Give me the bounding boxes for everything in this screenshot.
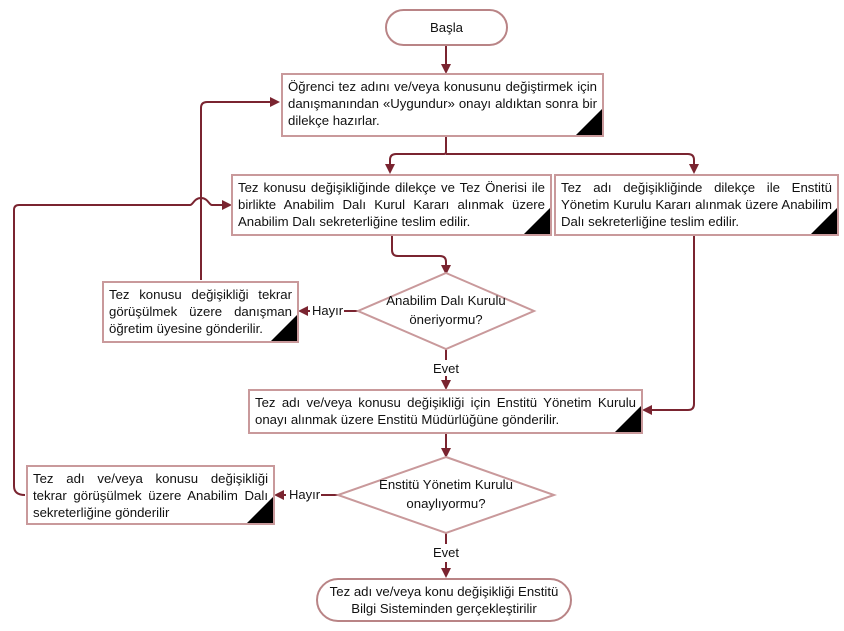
document-corner-icon	[615, 406, 641, 432]
arrow-topic-to-decision	[391, 235, 451, 275]
step-board-return-text: Tez adı ve/veya konusu değişikliği tekra…	[33, 471, 268, 520]
document-corner-icon	[576, 109, 602, 135]
decision-board-no-label: Hayır	[288, 487, 322, 502]
step-title-submit-text: Tez adı değişikliğinde dilekçe ile Ensti…	[561, 180, 832, 229]
step-institute: Tez adı ve/veya konusu değişikliği için …	[248, 389, 643, 434]
arrow-topic-return-loop	[200, 97, 280, 280]
arrow-prepare-to-title	[446, 153, 699, 174]
start-terminal: Başla	[385, 9, 508, 46]
step-institute-text: Tez adı ve/veya konusu değişikliği için …	[255, 395, 636, 427]
step-title-submit: Tez adı değişikliğinde dilekçe ile Ensti…	[554, 174, 839, 236]
step-prepare-petition: Öğrenci tez adını ve/veya konusunu değiş…	[281, 73, 604, 137]
step-board-return: Tez adı ve/veya konusu değişikliği tekra…	[26, 465, 275, 525]
step-topic-return-text: Tez konusu değişikliği tekrar görüşülmek…	[109, 287, 292, 336]
arrow-title-to-institute	[642, 235, 695, 415]
decision-board-text: Enstitü Yönetim Kurulu onaylıyormu?	[379, 477, 513, 511]
step-topic-submit: Tez konusu değişikliğinde dilekçe ve Tez…	[231, 174, 552, 236]
decision-department-text: Anabilim Dalı Kurulu öneriyormu?	[386, 293, 506, 327]
decision-board-yes-label: Evet	[432, 545, 461, 560]
document-corner-icon	[271, 315, 297, 341]
arrow-board-return-loop	[13, 196, 232, 496]
end-label: Tez adı ve/veya konu değişikliği Enstitü…	[329, 584, 559, 616]
document-corner-icon	[247, 497, 273, 523]
step-topic-return: Tez konusu değişikliği tekrar görüşülmek…	[102, 281, 299, 343]
start-label: Başla	[430, 20, 463, 35]
arrow-prepare-to-topic	[385, 137, 447, 174]
document-corner-icon	[811, 208, 837, 234]
document-corner-icon	[524, 208, 550, 234]
step-topic-submit-text: Tez konusu değişikliğinde dilekçe ve Tez…	[238, 180, 545, 229]
decision-department-shape	[355, 271, 537, 351]
decision-board-shape	[334, 455, 558, 535]
decision-department-no-label: Hayır	[311, 303, 345, 318]
step-prepare-text: Öğrenci tez adını ve/veya konusunu değiş…	[288, 79, 597, 128]
decision-department-yes-label: Evet	[432, 361, 461, 376]
end-terminal: Tez adı ve/veya konu değişikliği Enstitü…	[316, 578, 572, 622]
